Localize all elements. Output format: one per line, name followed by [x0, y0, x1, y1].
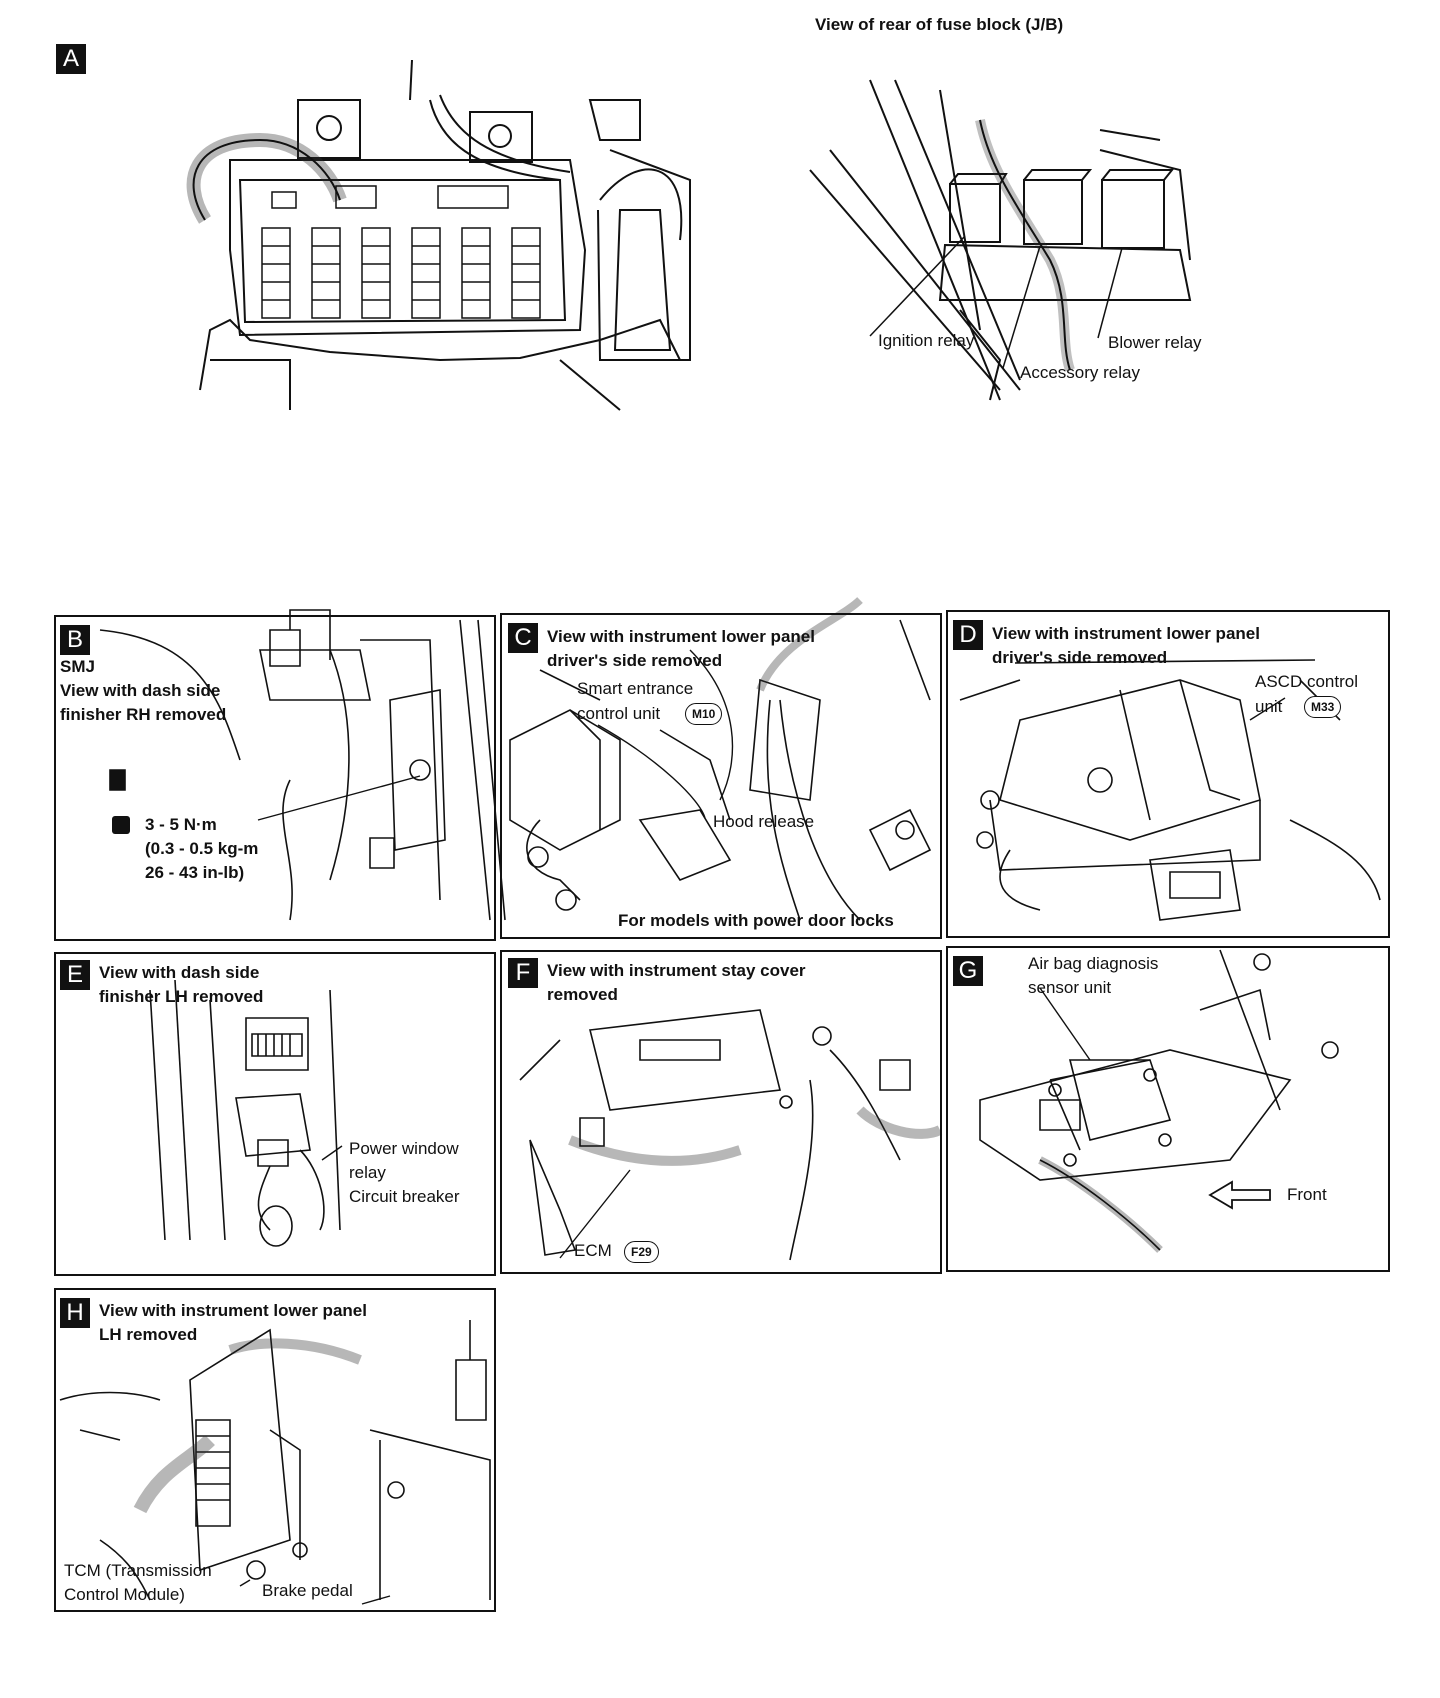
smart-entrance-connector-badge: M10: [685, 703, 723, 725]
power-door-locks-note: For models with power door locks: [618, 911, 894, 930]
panel-h: [54, 1288, 496, 1612]
ecm-connector-badge: F29: [624, 1241, 659, 1263]
rear-fuse-block-title: View of rear of fuse block (J/B): [815, 15, 1064, 34]
smart-entrance-label-2: control unit: [577, 704, 661, 723]
panel-b-caption-1: View with dash side: [60, 681, 221, 700]
panel-g-drawing: [980, 950, 1338, 1250]
panel-d-caption-2: driver's side removed: [992, 648, 1168, 667]
brake-pedal-label: Brake pedal: [262, 1581, 353, 1600]
panel-d-caption-1: View with instrument lower panel: [992, 624, 1260, 643]
torque-value-inlb: 26 - 43 in-lb): [145, 863, 245, 882]
fuse-block-drawing: [194, 60, 690, 410]
power-window-relay-label-1: Power window: [349, 1139, 459, 1158]
ascd-control-label-1: ASCD control: [1255, 672, 1358, 691]
ascd-control-label-2: unit: [1255, 697, 1283, 716]
panel-b-caption-2: finisher RH removed: [60, 705, 227, 724]
panel-g-letter: G: [953, 956, 983, 986]
accessory-relay-label: Accessory relay: [1020, 363, 1140, 382]
relay-block-drawing: [810, 80, 1190, 400]
panel-e: [54, 952, 496, 1276]
panel-c: [500, 613, 942, 939]
power-window-relay-label-2: relay: [349, 1163, 386, 1182]
air-bag-sensor-label-2: sensor unit: [1028, 978, 1112, 997]
tcm-label-1: TCM (Transmission: [64, 1561, 212, 1580]
panel-b-letter: B: [60, 625, 90, 655]
panel-h-caption-2: LH removed: [99, 1325, 198, 1344]
air-bag-sensor-label-1: Air bag diagnosis: [1028, 954, 1159, 973]
panel-e-drawing: [150, 980, 342, 1246]
torque-wrench-icon: [112, 816, 130, 834]
panel-a-letter: A: [56, 44, 86, 74]
front-direction-label: Front: [1287, 1185, 1327, 1204]
panel-h-letter: H: [60, 1298, 90, 1328]
panel-e-caption-1: View with dash side: [99, 963, 260, 982]
panel-c-drawing: [510, 600, 930, 920]
panel-e-caption-2: finisher LH removed: [99, 987, 264, 1006]
blower-relay-label: Blower relay: [1108, 333, 1202, 352]
panel-f-drawing: [520, 1010, 940, 1260]
panel-e-letter: E: [60, 960, 90, 990]
smj-label: SMJ: [60, 657, 95, 676]
panel-b: [54, 615, 496, 941]
panel-f-caption-2: removed: [547, 985, 618, 1004]
panel-c-caption-2: driver's side removed: [547, 651, 723, 670]
panel-d-drawing: [960, 660, 1380, 920]
torque-value-nm: 3 - 5 N·m: [145, 815, 217, 834]
panel-c-caption-1: View with instrument lower panel: [547, 627, 815, 646]
tcm-label-2: Control Module): [64, 1585, 185, 1604]
panel-g: [946, 946, 1390, 1272]
panel-f-letter: F: [508, 958, 538, 988]
panel-h-drawing: [60, 1320, 490, 1604]
panel-d: [946, 610, 1390, 938]
smart-entrance-label-1: Smart entrance: [577, 679, 694, 698]
circuit-breaker-label: Circuit breaker: [349, 1187, 460, 1206]
panel-h-caption-1: View with instrument lower panel: [99, 1301, 367, 1320]
hood-release-label: Hood release: [713, 812, 815, 831]
panel-c-letter: C: [508, 623, 538, 653]
ignition-relay-label: Ignition relay: [878, 331, 975, 350]
panel-f: [500, 950, 942, 1274]
panel-d-letter: D: [953, 620, 983, 650]
ecm-label: ECM: [574, 1241, 612, 1260]
torque-value-kgm: (0.3 - 0.5 kg-m: [145, 839, 259, 858]
ascd-connector-badge: M33: [1304, 696, 1342, 718]
panel-f-caption-1: View with instrument stay cover: [547, 961, 806, 980]
